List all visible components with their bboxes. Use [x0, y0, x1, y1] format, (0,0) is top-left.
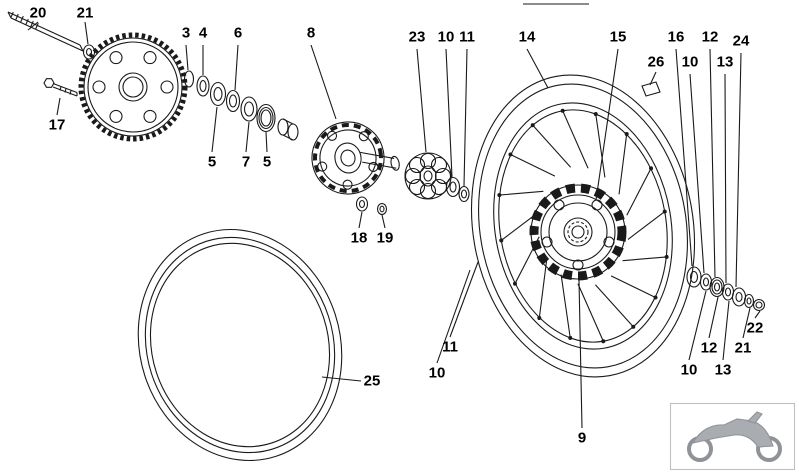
motorcycle-icon: [687, 411, 782, 462]
callout-11a: 11: [459, 28, 475, 46]
callout-13a: 13: [716, 53, 734, 71]
callout-25: 25: [363, 372, 381, 390]
callout-9: 9: [577, 429, 587, 447]
callout-11b: 11: [442, 338, 458, 356]
callout-15: 15: [609, 28, 627, 46]
callout-14: 14: [518, 28, 536, 46]
callout-21b: 21: [734, 339, 752, 357]
callout-10b: 10: [681, 53, 699, 71]
callout-10c: 10: [680, 361, 698, 379]
axle-rod: [7, 11, 84, 52]
cush-drive: [404, 152, 452, 200]
wheel-rim: [470, 74, 696, 378]
callout-13b: 13: [714, 361, 732, 379]
rim-band-25: [137, 228, 343, 462]
callout-17: 17: [48, 116, 66, 134]
callout-3: 3: [181, 24, 191, 42]
callout-5a: 5: [207, 153, 217, 171]
callout-16: 16: [667, 28, 685, 46]
moto-icon-box: [669, 402, 796, 471]
callout-6: 6: [233, 24, 243, 42]
wheel-hub: [529, 183, 627, 281]
callout-23: 23: [408, 28, 426, 46]
callout-12a: 12: [701, 28, 719, 46]
bolt-17: [43, 78, 78, 97]
callout-19: 19: [376, 229, 394, 247]
hub-carrier: [311, 121, 400, 195]
right-spacer-stack: [686, 266, 766, 312]
callout-21: 21: [76, 4, 94, 22]
callout-22: 22: [746, 319, 764, 337]
callout-18: 18: [350, 229, 368, 247]
callout-10a: 10: [437, 28, 455, 46]
small-parts-18-19: [355, 196, 388, 216]
callout-26: 26: [647, 53, 665, 71]
callout-12b: 12: [700, 339, 718, 357]
spacer-stack: [183, 70, 299, 141]
sprocket: [78, 32, 188, 142]
callout-7: 7: [241, 153, 251, 171]
spoke-nipples: [497, 108, 669, 344]
callout-8: 8: [306, 24, 316, 42]
leader-lines: [27, 3, 761, 429]
callout-10d: 10: [428, 364, 446, 382]
callout-4: 4: [198, 24, 208, 42]
washers-10-11: [445, 176, 470, 203]
callout-24: 24: [732, 32, 750, 50]
callout-5b: 5: [262, 153, 272, 171]
callout-20: 20: [29, 4, 47, 22]
spokes: [499, 110, 667, 342]
